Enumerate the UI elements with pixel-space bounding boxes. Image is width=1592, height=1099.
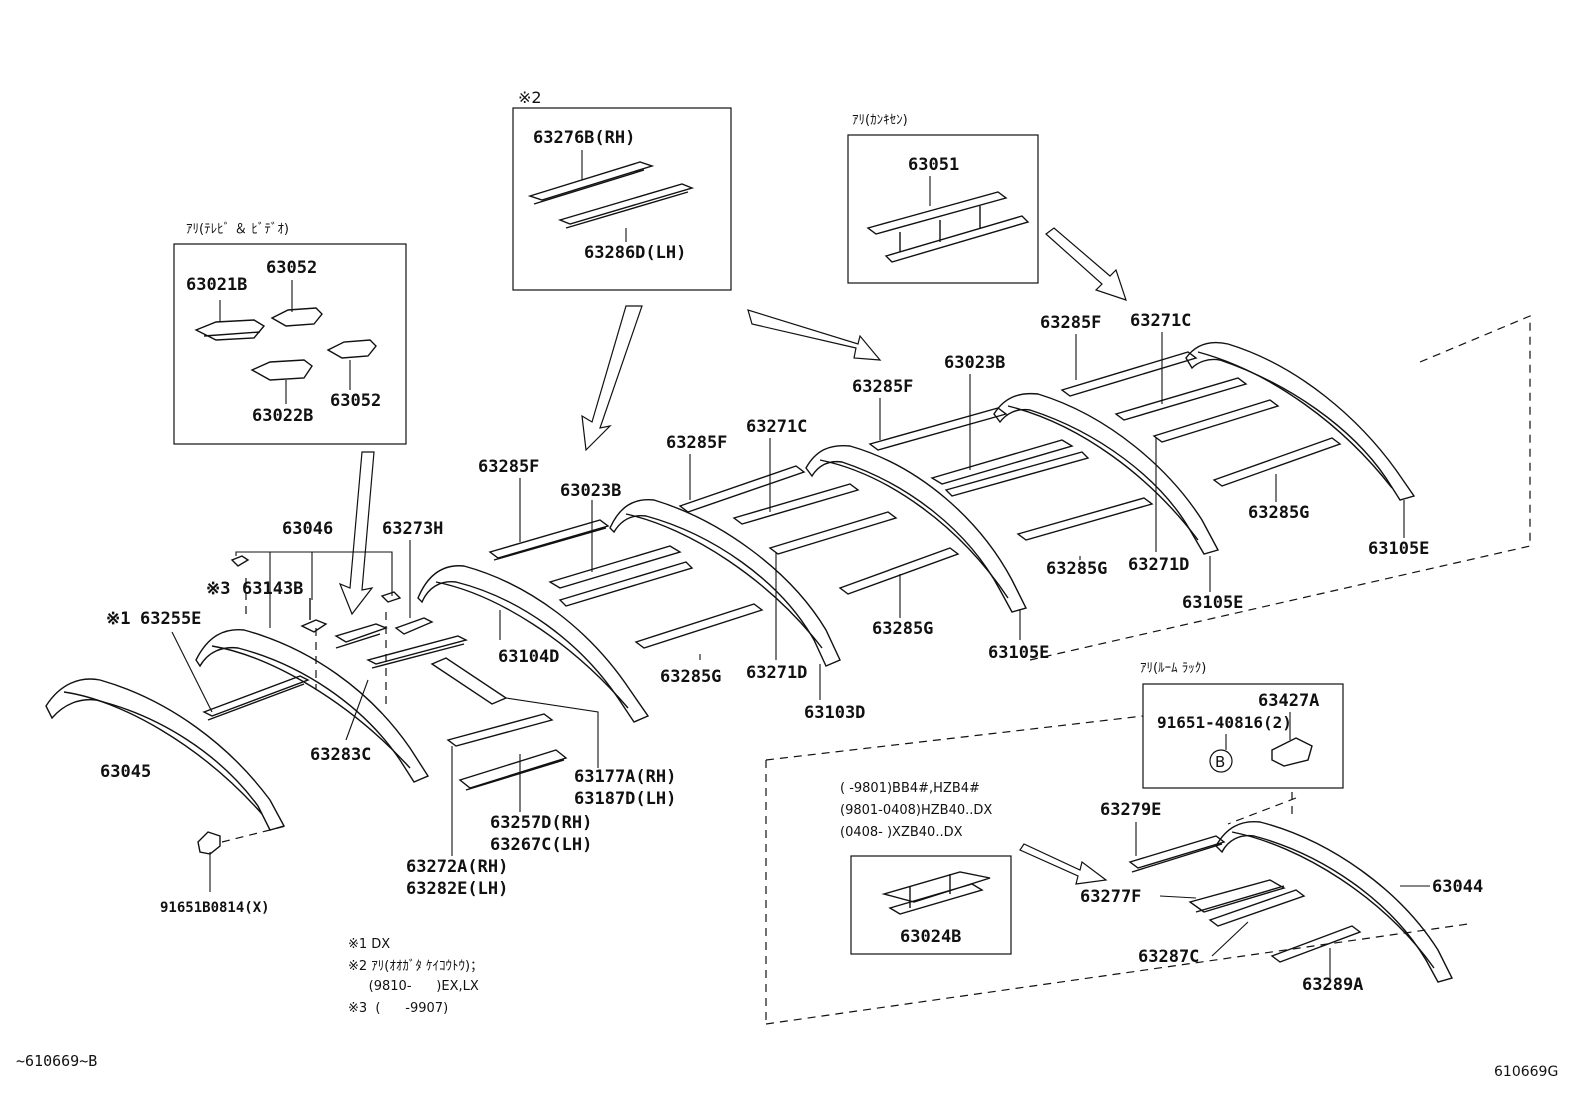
label-63046: 63046: [282, 519, 333, 539]
label-63267C-LH: 63267C(LH): [490, 835, 592, 855]
label-63052-a: 63052: [266, 258, 317, 278]
label-63285F-a: 63285F: [478, 457, 539, 477]
label-91651-40816: 91651-40816(2): [1157, 713, 1292, 732]
circle-label-B: B: [1215, 753, 1225, 771]
box-ventilator: ｱﾘ(ｶﾝｷｾﾝ) 63051: [847, 113, 1039, 284]
label-63287C: 63287C: [1138, 947, 1199, 967]
lower-right-cluster: ( -9801)BB4#,HZB4# (9801-0408)HZB40..DX …: [840, 781, 1483, 995]
label-63273H: 63273H: [382, 519, 443, 539]
box-note2-mark: ※2: [518, 88, 542, 107]
label-63255E: 63255E: [140, 609, 201, 629]
box-ventilator-title: ｱﾘ(ｶﾝｷｾﾝ): [852, 113, 908, 128]
label-63286D-LH: 63286D(LH): [584, 243, 686, 263]
label-63277F: 63277F: [1080, 887, 1141, 907]
label-63276B-RH: 63276B(RH): [533, 128, 635, 148]
label-63257D-RH: 63257D(RH): [490, 813, 592, 833]
box-note2: ※2 63276B(RH) 63286D(LH): [512, 88, 732, 291]
left-cluster: 63046 63273H ※3 63143B ※1 63255E 63045 9…: [45, 519, 676, 916]
label-63271C-a: 63271C: [746, 417, 807, 437]
label-63105E-b: 63105E: [1182, 593, 1243, 613]
label-63044: 63044: [1432, 877, 1483, 897]
label-63104D: 63104D: [498, 647, 559, 667]
label-63271D-b: 63271D: [1128, 555, 1189, 575]
label-63052-b: 63052: [330, 391, 381, 411]
label-63427A: 63427A: [1258, 691, 1319, 711]
label-63177A-RH: 63177A(RH): [574, 767, 676, 787]
label-63279E: 63279E: [1100, 800, 1161, 820]
label-63285F-b: 63285F: [666, 433, 727, 453]
label-63023B-b: 63023B: [944, 353, 1005, 373]
note-2: ※2 ｱﾘ(ｵｵｶﾞﾀ ｹｲｺｳﾄｳ)；: [348, 959, 483, 974]
label-63045: 63045: [100, 762, 151, 782]
label-63105E-a: 63105E: [988, 643, 1049, 663]
note-3: ※3 ( -9907): [348, 1001, 448, 1016]
label-63021B: 63021B: [186, 275, 247, 295]
drawing-code-left: ~610669~B: [16, 1052, 97, 1070]
label-note1-mark: ※1: [106, 609, 130, 629]
label-63051: 63051: [908, 155, 959, 175]
model-condition-2: (9801-0408)HZB40..DX: [840, 803, 992, 818]
label-91651B0814X: 91651B0814(X): [160, 900, 270, 916]
right-center-cluster: 63285F 63023B 63285G 63105E 63285F 63271…: [805, 311, 1429, 663]
box-tv-video: ｱﾘ(ﾃﾚﾋﾞ ＆ ﾋﾞﾃﾞｵ) 63021B 63052 63022B 630…: [173, 222, 407, 445]
label-63024B: 63024B: [900, 927, 961, 947]
label-63271D-a: 63271D: [746, 663, 807, 683]
footnotes: ※1 DX ※2 ｱﾘ(ｵｵｶﾞﾀ ｹｲｺｳﾄｳ)； (9810- )EX,LX…: [348, 937, 483, 1016]
label-63105E-c: 63105E: [1368, 539, 1429, 559]
label-63285G-a: 63285G: [660, 667, 721, 687]
box-room-rack: ｱﾘ(ﾙｰﾑ ﾗｯｸ) 63427A 91651-40816(2) B: [1140, 661, 1344, 789]
label-63285G-c: 63285G: [1046, 559, 1107, 579]
label-63023B-a: 63023B: [560, 481, 621, 501]
label-63285G-b: 63285G: [872, 619, 933, 639]
label-63283C: 63283C: [310, 745, 371, 765]
box-room-rack-title: ｱﾘ(ﾙｰﾑ ﾗｯｸ): [1140, 661, 1206, 676]
label-63272A-RH: 63272A(RH): [406, 857, 508, 877]
label-63103D: 63103D: [804, 703, 865, 723]
model-condition-1: ( -9801)BB4#,HZB4#: [840, 781, 980, 796]
lower-dashed-region: [765, 760, 1469, 1025]
label-63289A: 63289A: [1302, 975, 1363, 995]
note-1: ※1 DX: [348, 937, 390, 952]
label-63271C-b: 63271C: [1130, 311, 1191, 331]
label-note3-mark: ※3: [206, 579, 230, 599]
label-63282E-LH: 63282E(LH): [406, 879, 508, 899]
drawing-code-right: 610669G: [1494, 1064, 1558, 1080]
label-63022B: 63022B: [252, 406, 313, 426]
center-cluster: 63285F 63023B 63104D 63285G 63285F 63271…: [417, 417, 898, 723]
note-2-cont: (9810- )EX,LX: [348, 979, 479, 994]
label-63285G-d: 63285G: [1248, 503, 1309, 523]
assembly-arrows: [338, 227, 1127, 885]
box-tv-video-title: ｱﾘ(ﾃﾚﾋﾞ ＆ ﾋﾞﾃﾞｵ): [186, 222, 289, 237]
roof-rear-dashed-region: [1029, 315, 1531, 661]
model-condition-3: (0408- )XZB40..DX: [840, 825, 963, 840]
label-63285F-d: 63285F: [1040, 313, 1101, 333]
label-63285F-c: 63285F: [852, 377, 913, 397]
label-63187D-LH: 63187D(LH): [574, 789, 676, 809]
label-63143B: 63143B: [242, 579, 303, 599]
